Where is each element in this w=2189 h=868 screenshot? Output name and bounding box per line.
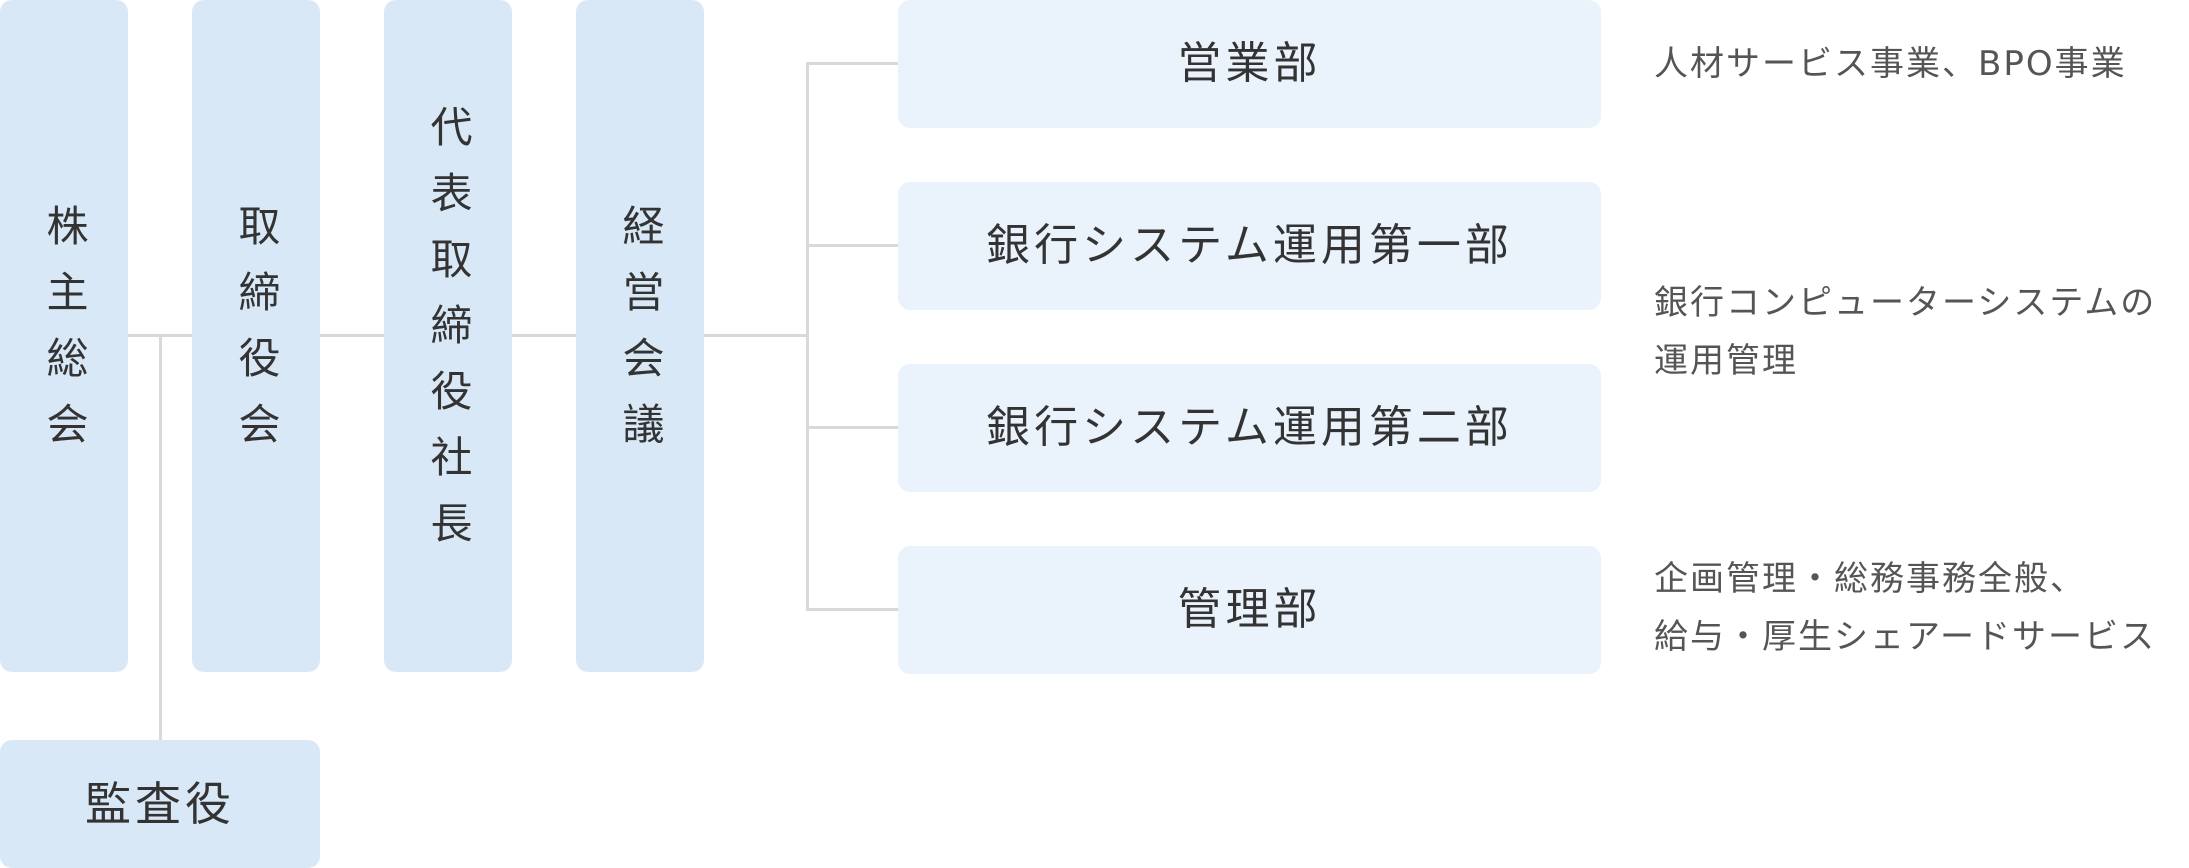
administration-branch-connector xyxy=(806,608,898,611)
board-of-directors-node: 取締役会 xyxy=(192,0,320,672)
sales-branch-connector xyxy=(806,62,898,65)
bank-systems-description-line-1: 銀行コンピューターシステムの xyxy=(1654,283,2157,323)
sales-department-label: 営業部 xyxy=(1177,38,1322,89)
auditor-node: 監査役 xyxy=(0,740,320,868)
department-trunk-connector xyxy=(806,62,809,610)
bank-operations-department-2-node: 銀行システム運用第二部 xyxy=(898,364,1601,492)
sales-department-description: 人材サービス事業、BPO事業 xyxy=(1654,35,2189,93)
auditor-vertical-connector xyxy=(159,336,162,740)
board-of-directors-label: 取締役会 xyxy=(232,204,281,468)
shareholders-meeting-node: 株主総会 xyxy=(0,0,128,672)
sales-department-description-line: 人材サービス事業、BPO事業 xyxy=(1654,44,2127,84)
bank-operations-department-1-node: 銀行システム運用第一部 xyxy=(898,182,1601,310)
bank-operations-department-2-label: 銀行システム運用第二部 xyxy=(986,402,1513,453)
bank-systems-description: 銀行コンピューターシステムの 運用管理 xyxy=(1654,274,2189,390)
bank-operations-department-1-label: 銀行システム運用第一部 xyxy=(986,220,1513,271)
administration-department-node: 管理部 xyxy=(898,546,1601,674)
bank-operations-1-branch-connector xyxy=(806,244,898,247)
management-meeting-node: 経営会議 xyxy=(576,0,704,672)
administration-department-description: 企画管理・総務事務全般、 給与・厚生シェアードサービス xyxy=(1654,550,2189,666)
administration-department-description-line-1: 企画管理・総務事務全般、 xyxy=(1654,559,2086,599)
administration-department-label: 管理部 xyxy=(1177,584,1322,635)
president-node: 代表取締役社長 xyxy=(384,0,512,672)
auditor-label: 監査役 xyxy=(85,777,235,831)
president-label: 代表取締役社長 xyxy=(424,105,473,567)
administration-department-description-line-2: 給与・厚生シェアードサービス xyxy=(1654,617,2156,657)
bank-systems-description-line-2: 運用管理 xyxy=(1654,341,1798,381)
shareholders-meeting-label: 株主総会 xyxy=(40,204,89,468)
bank-operations-2-branch-connector xyxy=(806,426,898,429)
management-meeting-label: 経営会議 xyxy=(616,204,665,468)
sales-department-node: 営業部 xyxy=(898,0,1601,128)
